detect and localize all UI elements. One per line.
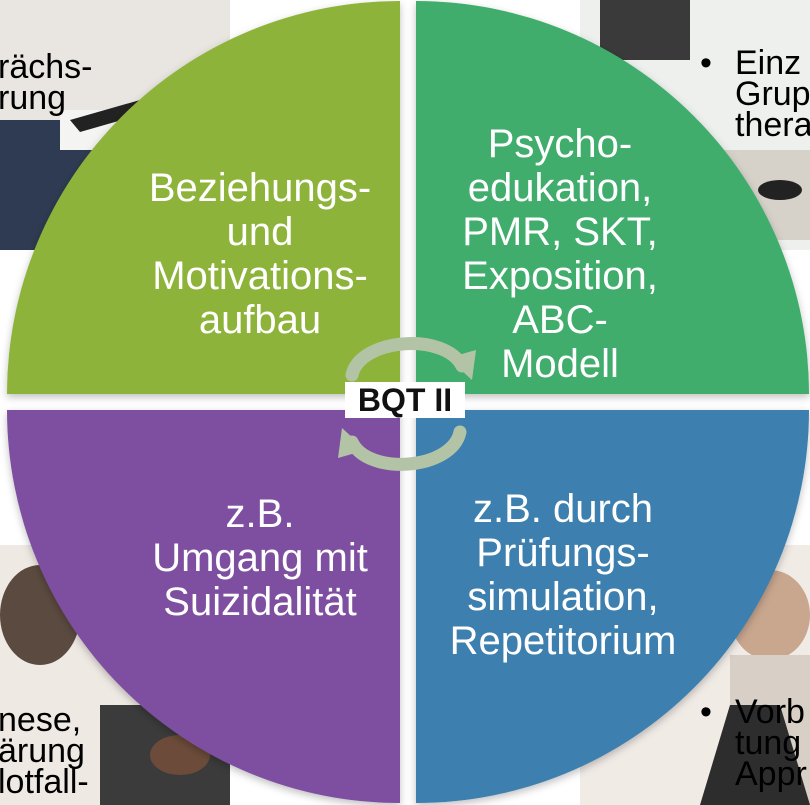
center-label: BQT II: [345, 382, 465, 418]
side-text-bottom-left: nese, ärung lotfall-: [0, 701, 89, 801]
quadrant-bottom-right: [416, 410, 809, 803]
side-text-bottom-right: Vorb tung Appr: [735, 693, 807, 793]
quadrant-label-bottom-right: z.B. durch Prüfungs- simulation, Repetit…: [449, 487, 677, 663]
bullet-bottom-right: •: [700, 693, 712, 731]
cycle-arrows-icon: [338, 337, 476, 471]
quadrant-label-bottom-left: z.B. Umgang mit Suizidalität: [152, 492, 368, 624]
quadrant-label-top-right: Psycho- edukation, PMR, SKT, Exposition,…: [462, 122, 658, 386]
quadrant-bottom-left: [7, 410, 400, 803]
side-text-top-right: Einz Grup thera: [735, 44, 810, 144]
quadrant-top-right: [416, 1, 809, 394]
quadrant-label-top-left: Beziehungs- und Motivations- aufbau: [148, 166, 372, 342]
quadrant-top-left: [7, 1, 400, 394]
bullet-top-right: •: [700, 44, 712, 82]
side-text-top-left: rächs- rung: [0, 48, 93, 117]
